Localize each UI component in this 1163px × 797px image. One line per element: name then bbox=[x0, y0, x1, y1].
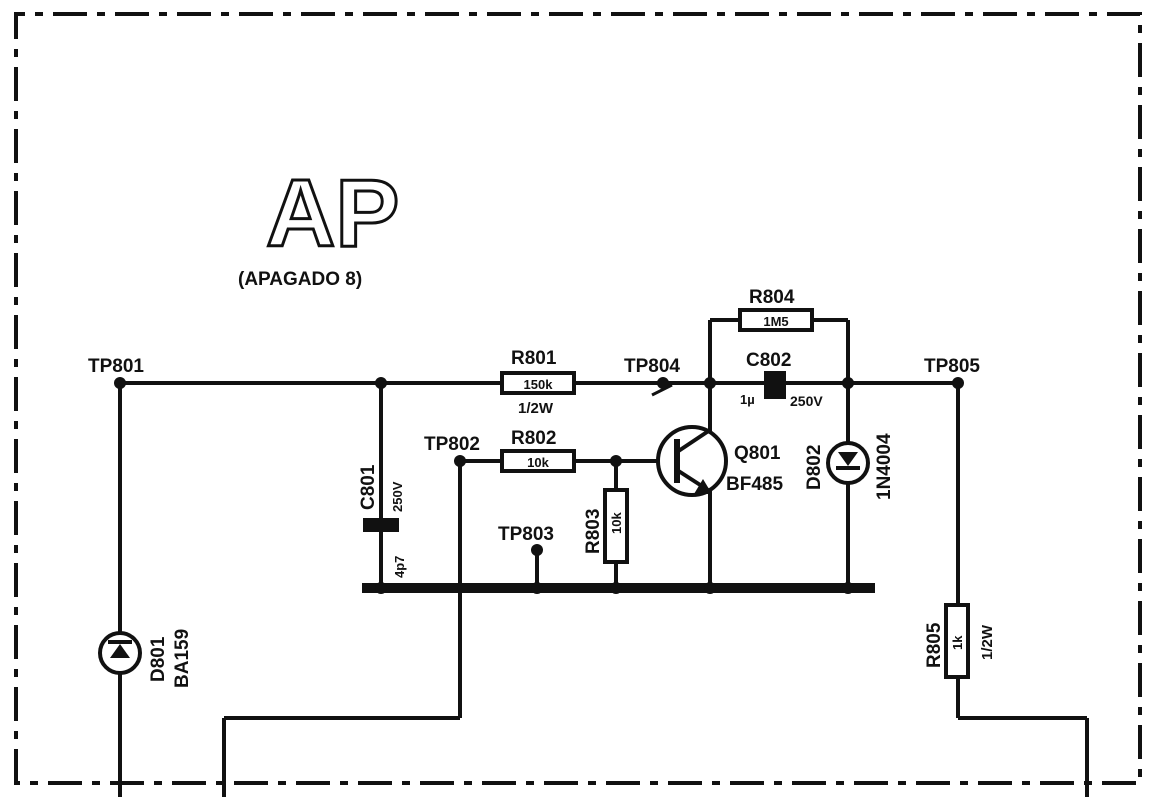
board-subtitle: (APAGADO 8) bbox=[238, 269, 362, 290]
svg-text:Q801: Q801 bbox=[734, 443, 781, 464]
diode-d802: D802 1N4004 bbox=[804, 433, 895, 500]
svg-text:R805: R805 bbox=[924, 622, 945, 668]
svg-text:1µ: 1µ bbox=[740, 392, 755, 407]
svg-text:R803: R803 bbox=[583, 509, 604, 554]
svg-text:1/2W: 1/2W bbox=[979, 624, 996, 660]
svg-text:10k: 10k bbox=[527, 455, 549, 470]
svg-text:BF485: BF485 bbox=[726, 474, 783, 495]
resistor-r804: R804 1M5 bbox=[738, 287, 814, 332]
svg-text:C801: C801 bbox=[358, 464, 379, 510]
svg-text:10k: 10k bbox=[609, 512, 624, 534]
svg-text:4p7: 4p7 bbox=[392, 556, 407, 578]
diode-d801: D801 BA159 bbox=[98, 629, 193, 688]
resistor-r801: R801 150k 1/2W bbox=[500, 348, 576, 417]
board-outline bbox=[14, 12, 1142, 785]
tp802-label: TP802 bbox=[424, 434, 480, 455]
capacitor-c802: C802 1µ 250V bbox=[740, 350, 823, 409]
capacitor-c801: C801 250V 4p7 bbox=[358, 464, 407, 578]
svg-text:1N4004: 1N4004 bbox=[874, 433, 895, 500]
junction-dots bbox=[114, 377, 964, 594]
svg-text:250V: 250V bbox=[790, 393, 823, 409]
resistor-r802: R802 10k bbox=[500, 428, 576, 473]
resistor-r805: R805 1k 1/2W bbox=[924, 603, 996, 679]
svg-text:R802: R802 bbox=[511, 428, 556, 449]
svg-text:D802: D802 bbox=[804, 445, 825, 490]
tp804-label: TP804 bbox=[624, 356, 680, 377]
resistor-r803: R803 10k bbox=[583, 488, 629, 564]
svg-text:R801: R801 bbox=[511, 348, 557, 369]
transistor-q801: Q801 BF485 bbox=[656, 425, 783, 497]
svg-text:BA159: BA159 bbox=[172, 629, 193, 688]
svg-text:1/2W: 1/2W bbox=[518, 400, 554, 417]
svg-text:1k: 1k bbox=[950, 635, 965, 650]
svg-text:150k: 150k bbox=[524, 377, 554, 392]
svg-text:D801: D801 bbox=[148, 636, 169, 682]
svg-text:1M5: 1M5 bbox=[763, 314, 788, 329]
svg-text:C802: C802 bbox=[746, 350, 791, 371]
board-title: AP bbox=[266, 160, 399, 267]
svg-text:250V: 250V bbox=[390, 481, 405, 512]
tp801-label: TP801 bbox=[88, 356, 144, 377]
tp805-label: TP805 bbox=[924, 356, 980, 377]
svg-text:R804: R804 bbox=[749, 287, 795, 308]
tp803-label: TP803 bbox=[498, 524, 554, 545]
